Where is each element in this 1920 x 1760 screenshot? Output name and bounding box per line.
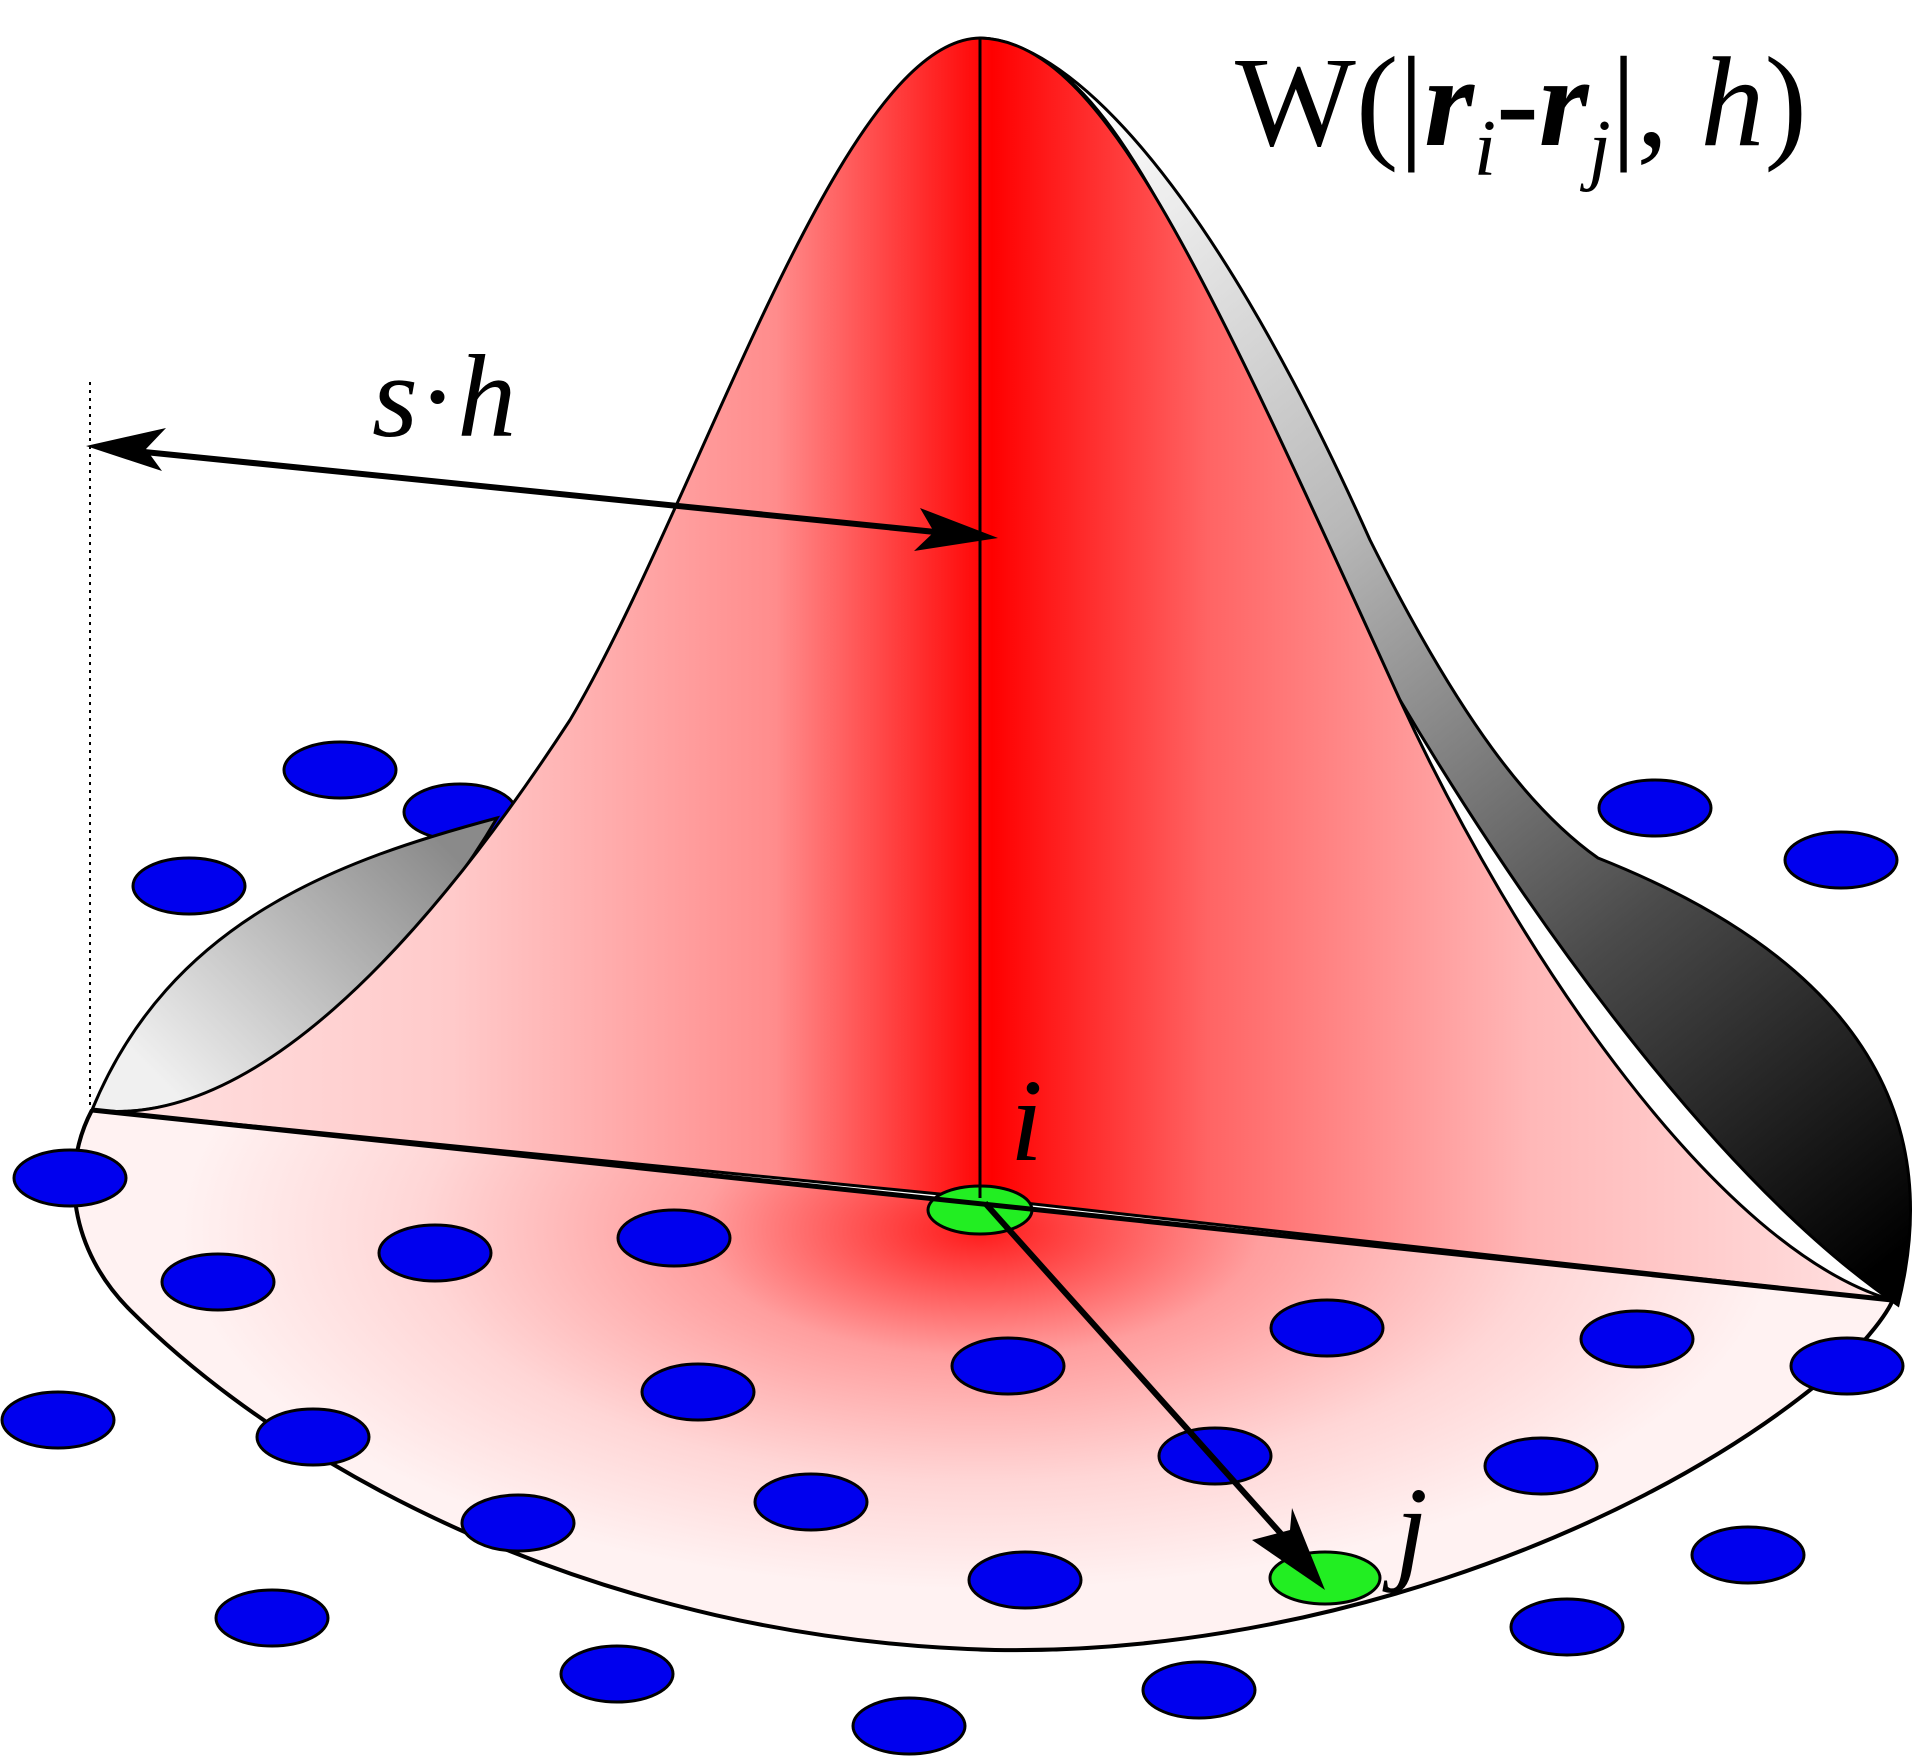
kernel-r-i: r [1424, 31, 1475, 173]
kernel-r-j: r [1539, 31, 1590, 173]
kernel-h: h [1700, 31, 1764, 173]
particle [1509, 1597, 1625, 1657]
particle [1783, 830, 1899, 890]
particle [131, 856, 247, 916]
smoothing-s: s [372, 331, 418, 462]
particle [967, 1550, 1083, 1610]
arrowhead-j [1252, 1508, 1325, 1590]
kernel-function-label: W(|ri-rj|, h) [1235, 31, 1807, 193]
particle [753, 1472, 869, 1532]
neighbour-particles-front [0, 1148, 1905, 1756]
smoothing-dot: · [418, 331, 457, 462]
arrowhead-left [86, 428, 166, 471]
support-disc-rim [72, 1109, 1895, 1653]
kernel-minus: - [1496, 31, 1539, 173]
particle [1579, 1309, 1695, 1369]
kernel-sub-i: i [1474, 105, 1496, 193]
kernel-abs-open: | [1398, 31, 1424, 173]
particle [616, 1208, 732, 1268]
particle [950, 1336, 1066, 1396]
particle-i-label: i [1010, 1055, 1043, 1186]
particle [460, 1493, 576, 1553]
particle [12, 1148, 128, 1208]
particle [1789, 1336, 1905, 1396]
kernel-bell-surface [91, 36, 1893, 1302]
smoothing-length-label: s·h [372, 331, 516, 462]
particle [1597, 778, 1713, 838]
kernel-comma: , [1636, 31, 1700, 173]
kernel-diameter-line [91, 1107, 1893, 1303]
particle [377, 1223, 493, 1283]
smoothing-h: h [457, 331, 516, 462]
particle [559, 1644, 675, 1704]
particle [214, 1588, 330, 1648]
particle [851, 1696, 967, 1756]
particle [160, 1252, 276, 1312]
smoothing-length-arrow [86, 382, 998, 1110]
particle [1269, 1298, 1385, 1358]
particle [255, 1407, 371, 1467]
distance-arrow-ij [982, 1200, 1325, 1590]
particle [640, 1362, 756, 1422]
arrowhead-right [914, 508, 998, 551]
particle [1690, 1525, 1806, 1585]
particle [0, 1390, 116, 1450]
neighbour-particles-back [131, 740, 1899, 916]
svg-text:W(|ri-rj|, h): W(|ri-rj|, h) [1235, 31, 1807, 193]
svg-text:s·h: s·h [372, 331, 516, 462]
kernel-W-text: W( [1235, 31, 1398, 173]
particle [1483, 1436, 1599, 1496]
particle [282, 740, 398, 800]
kernel-close: ) [1764, 31, 1807, 173]
particle [1141, 1660, 1257, 1720]
kernel-abs-close: | [1611, 31, 1637, 173]
